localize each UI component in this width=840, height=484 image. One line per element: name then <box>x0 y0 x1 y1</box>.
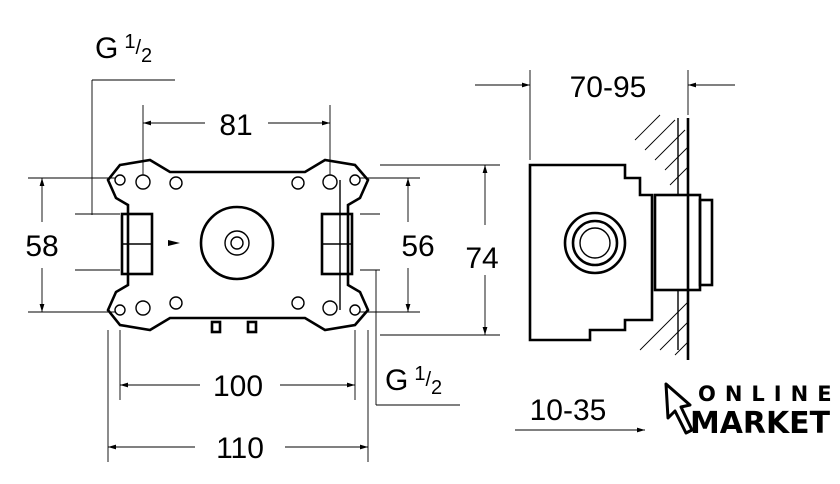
online-market-logo: ONLINE MARKET <box>664 382 840 441</box>
svg-text:ONLINE: ONLINE <box>698 382 840 406</box>
center-opening <box>199 205 275 281</box>
dimension-lines <box>28 79 500 462</box>
side-view <box>475 70 735 433</box>
dim-70-95: 70-95 <box>570 71 647 104</box>
front-view <box>106 158 370 334</box>
dim-74: 74 <box>465 242 498 275</box>
dim-58: 58 <box>25 230 58 263</box>
dim-10-35: 10-35 <box>530 394 607 427</box>
dim-81: 81 <box>219 109 252 142</box>
svg-text:MARKET: MARKET <box>690 406 831 441</box>
cursor-icon <box>664 382 694 435</box>
dim-100: 100 <box>213 370 263 403</box>
dim-110: 110 <box>216 432 264 465</box>
dim-56: 56 <box>401 230 434 263</box>
